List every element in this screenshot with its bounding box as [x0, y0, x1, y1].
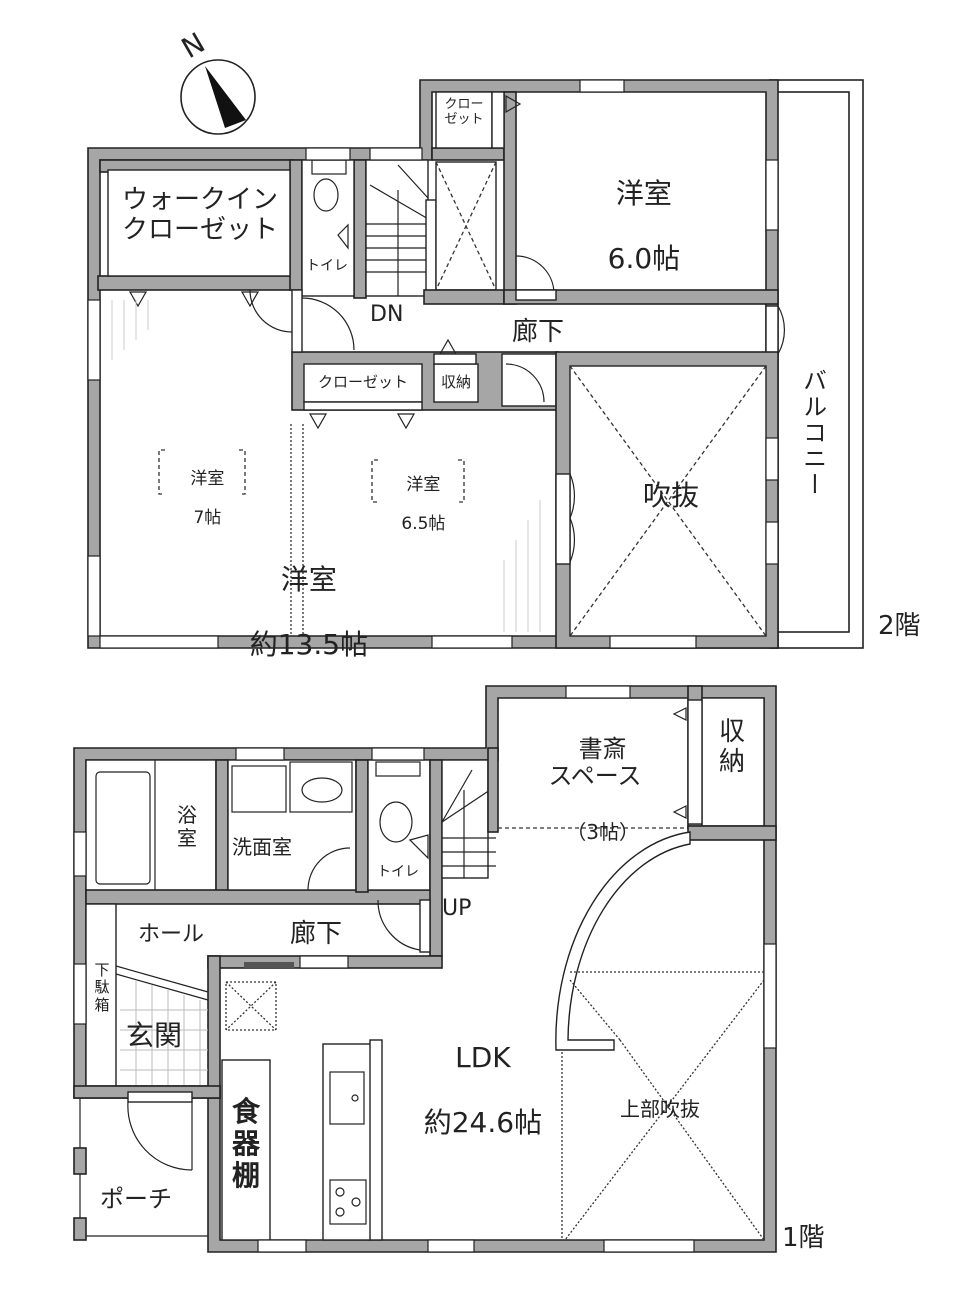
sub-room-right-size: 6.5帖 [401, 513, 446, 534]
main-room-size: 約13.5帖 [249, 627, 369, 661]
entrance-label: 玄関 [126, 1019, 183, 1052]
cupboard-label: 食 器 棚 [231, 1095, 260, 1193]
floor2-plan [87, 79, 864, 649]
small-closet-label: クロー ゼット [444, 97, 484, 127]
washroom-label: 洗面室 [232, 835, 292, 859]
sub-room-right-name: 洋室 [406, 474, 441, 495]
sub-room-left-name: 洋室 [190, 468, 225, 489]
upper-void-label: 上部吹抜 [620, 1097, 700, 1121]
corridor-1f-label: 廊下 [290, 919, 343, 949]
study-size: （3帖） [566, 820, 639, 845]
closet-2f-label: クローゼット [317, 373, 408, 391]
ldk-label: LDK 約24.6帖 [404, 1010, 544, 1139]
floor1-plan [73, 685, 777, 1253]
sub-room-left-size: 7帖 [193, 507, 222, 528]
main-room-name: 洋室 [280, 563, 337, 597]
room-6-label: 洋室 6.0帖 [560, 146, 710, 275]
balcony-label: バルコニー [798, 368, 827, 498]
floor2-label: 2階 [878, 611, 921, 641]
study-label: 書斎 スペース （3帖） [520, 708, 670, 846]
toilet-1f-label: トイレ [377, 864, 419, 880]
floor1-label: 1階 [782, 1223, 825, 1253]
room-6-name: 洋室 [615, 177, 672, 211]
corridor-2f-label: 廊下 [512, 317, 565, 347]
sub-room-left-label: 洋室 7帖 [168, 450, 236, 528]
ldk-name: LDK [455, 1041, 511, 1075]
walk-in-closet-label: ウォークイン クローゼット [121, 185, 278, 245]
room-6-size: 6.0帖 [607, 241, 681, 275]
hall-label: ホール [138, 922, 205, 947]
storage-1f-label: 収 納 [718, 717, 745, 777]
bath-label: 浴 室 [177, 803, 197, 850]
north-compass-icon [180, 59, 256, 135]
stairs-up-label: UP [442, 896, 472, 921]
main-room-label: 洋室 約13.5帖 [220, 532, 380, 661]
toilet-2f-label: トイレ [306, 258, 348, 274]
sub-room-right-label: 洋室 6.5帖 [380, 456, 456, 534]
shoe-box-label: 下 駄 箱 [94, 961, 110, 1014]
void-2f-label: 吹抜 [642, 479, 699, 512]
storage-2f-label: 収納 [440, 373, 471, 391]
ldk-size: 約24.6帖 [423, 1105, 543, 1139]
stairs-dn-label: DN [370, 302, 404, 327]
porch-label: ポーチ [100, 1185, 172, 1213]
study-name: 書斎 スペース [548, 734, 642, 791]
